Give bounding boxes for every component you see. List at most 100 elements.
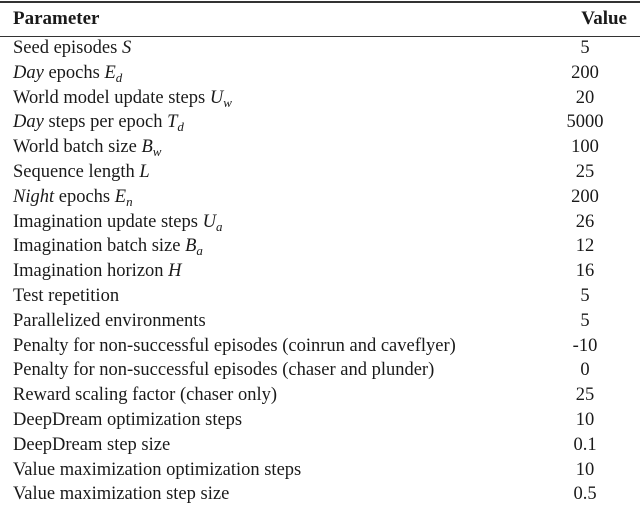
param-subscript: a bbox=[215, 218, 223, 234]
param-symbol: U bbox=[209, 87, 224, 108]
value-cell: 0 bbox=[580, 360, 590, 381]
param-label: epochs bbox=[54, 186, 115, 207]
table-header-row: Parameter Value bbox=[0, 6, 640, 32]
value-cell: 25 bbox=[575, 161, 595, 182]
table-row: Penalty for non-successful episodes (cha… bbox=[0, 358, 640, 383]
param-label: epochs bbox=[43, 62, 105, 83]
parameter-cell: Day epochs Ed bbox=[13, 61, 122, 86]
param-label: Seed episodes bbox=[13, 38, 122, 58]
value-cell: 26 bbox=[575, 211, 595, 232]
value-cell: 12 bbox=[575, 236, 595, 257]
param-subscript: d bbox=[177, 119, 184, 135]
value-cell: 10 bbox=[575, 409, 595, 430]
value-cell: -10 bbox=[572, 335, 598, 356]
parameter-cell: DeepDream optimization steps bbox=[13, 408, 242, 433]
parameter-cell: World model update steps Uw bbox=[13, 86, 232, 111]
param-label: Imagination horizon bbox=[13, 261, 169, 282]
param-label: DeepDream optimization steps bbox=[13, 409, 243, 430]
header-parameter: Parameter bbox=[13, 8, 100, 29]
value-cell: 200 bbox=[571, 62, 599, 83]
param-symbol: E bbox=[104, 62, 116, 83]
param-label: Penalty for non-successful episodes (cha… bbox=[13, 360, 435, 381]
param-symbol: T bbox=[167, 112, 178, 133]
param-symbol: B bbox=[185, 236, 197, 257]
param-label: Imagination update steps bbox=[13, 211, 203, 232]
parameter-cell: Reward scaling factor (chaser only) bbox=[13, 383, 277, 408]
param-italic-prefix: Day bbox=[13, 112, 44, 133]
param-symbol: U bbox=[202, 211, 216, 232]
param-italic-prefix: Night bbox=[13, 186, 55, 207]
param-label: DeepDream step size bbox=[13, 434, 171, 455]
table-row: Value maximization step size 0.5 bbox=[0, 482, 640, 507]
param-label: Sequence length bbox=[13, 161, 140, 182]
parameter-cell: Imagination horizon H bbox=[13, 259, 182, 284]
param-subscript: w bbox=[152, 144, 162, 160]
param-label: steps per epoch bbox=[43, 112, 168, 133]
table-row: Seed episodes S 5 bbox=[0, 36, 640, 61]
param-symbol: E bbox=[114, 186, 127, 207]
parameter-cell: Value maximization optimization steps bbox=[13, 458, 301, 483]
value-cell: 5 bbox=[580, 285, 590, 306]
param-subscript: a bbox=[196, 243, 203, 259]
parameter-cell: Seed episodes S bbox=[13, 36, 131, 61]
param-label: Test repetition bbox=[13, 285, 120, 306]
param-subscript: n bbox=[126, 193, 133, 209]
parameter-cell: World batch size Bw bbox=[13, 135, 161, 160]
value-cell: 16 bbox=[575, 261, 595, 282]
table-row: Reward scaling factor (chaser only) 25 bbox=[0, 383, 640, 408]
parameter-cell: DeepDream step size bbox=[13, 433, 170, 458]
param-label: Value maximization step size bbox=[13, 484, 230, 505]
value-cell: 5000 bbox=[566, 112, 604, 133]
value-cell: 0.1 bbox=[573, 434, 597, 455]
value-cell: 200 bbox=[571, 186, 599, 207]
table-row: Sequence length L 25 bbox=[0, 160, 640, 185]
param-subscript: d bbox=[115, 69, 123, 85]
table-body: Seed episodes S 5 Day epochs Ed 200 Worl… bbox=[0, 36, 640, 507]
value-cell: 0.5 bbox=[573, 484, 597, 505]
parameter-cell: Test repetition bbox=[13, 284, 119, 309]
table-row: World batch size Bw 100 bbox=[0, 135, 640, 160]
param-label: Reward scaling factor (chaser only) bbox=[13, 385, 278, 406]
table-row: Day steps per epoch Td 5000 bbox=[0, 110, 640, 135]
table-row: Penalty for non-successful episodes (coi… bbox=[0, 334, 640, 359]
table-header-rule bbox=[0, 36, 640, 38]
table-row: Imagination horizon H 16 bbox=[0, 259, 640, 284]
table-row: Imagination update steps Ua 26 bbox=[0, 210, 640, 235]
parameter-cell: Day steps per epoch Td bbox=[13, 110, 184, 135]
parameter-cell: Penalty for non-successful episodes (coi… bbox=[13, 334, 456, 359]
param-symbol: S bbox=[121, 38, 132, 58]
table-row: Value maximization optimization steps 10 bbox=[0, 458, 640, 483]
param-symbol: L bbox=[139, 161, 150, 182]
parameter-cell: Imagination batch size Ba bbox=[13, 234, 203, 259]
param-label: Penalty for non-successful episodes (coi… bbox=[13, 335, 456, 356]
param-symbol: H bbox=[168, 261, 182, 282]
param-label: Value maximization optimization steps bbox=[13, 459, 302, 480]
parameter-cell: Imagination update steps Ua bbox=[13, 210, 222, 235]
value-cell: 25 bbox=[575, 385, 595, 406]
table-row: Test repetition 5 bbox=[0, 284, 640, 309]
param-label: Parallelized environments bbox=[13, 310, 206, 331]
value-cell: 5 bbox=[580, 38, 590, 58]
param-subscript: w bbox=[223, 94, 232, 110]
param-italic-prefix: Day bbox=[13, 62, 44, 83]
parameter-cell: Penalty for non-successful episodes (cha… bbox=[13, 358, 434, 383]
parameter-cell: Value maximization step size bbox=[13, 482, 229, 507]
value-cell: 20 bbox=[575, 87, 595, 108]
value-cell: 100 bbox=[571, 137, 599, 158]
param-label: World model update steps bbox=[13, 87, 210, 108]
header-value: Value bbox=[581, 8, 627, 29]
parameter-cell: Sequence length L bbox=[13, 160, 150, 185]
table-row: Imagination batch size Ba 12 bbox=[0, 234, 640, 259]
value-cell: 10 bbox=[575, 459, 595, 480]
param-label: Imagination batch size bbox=[13, 236, 186, 257]
table-top-rule bbox=[0, 1, 640, 3]
param-label: World batch size bbox=[13, 137, 142, 158]
table-row: World model update steps Uw 20 bbox=[0, 86, 640, 111]
table-row: Day epochs Ed 200 bbox=[0, 61, 640, 86]
table-row: DeepDream step size 0.1 bbox=[0, 433, 640, 458]
parameter-cell: Night epochs En bbox=[13, 185, 133, 210]
table-row: Night epochs En 200 bbox=[0, 185, 640, 210]
value-cell: 5 bbox=[580, 310, 590, 331]
param-symbol: B bbox=[141, 137, 153, 158]
table-row: Parallelized environments 5 bbox=[0, 309, 640, 334]
